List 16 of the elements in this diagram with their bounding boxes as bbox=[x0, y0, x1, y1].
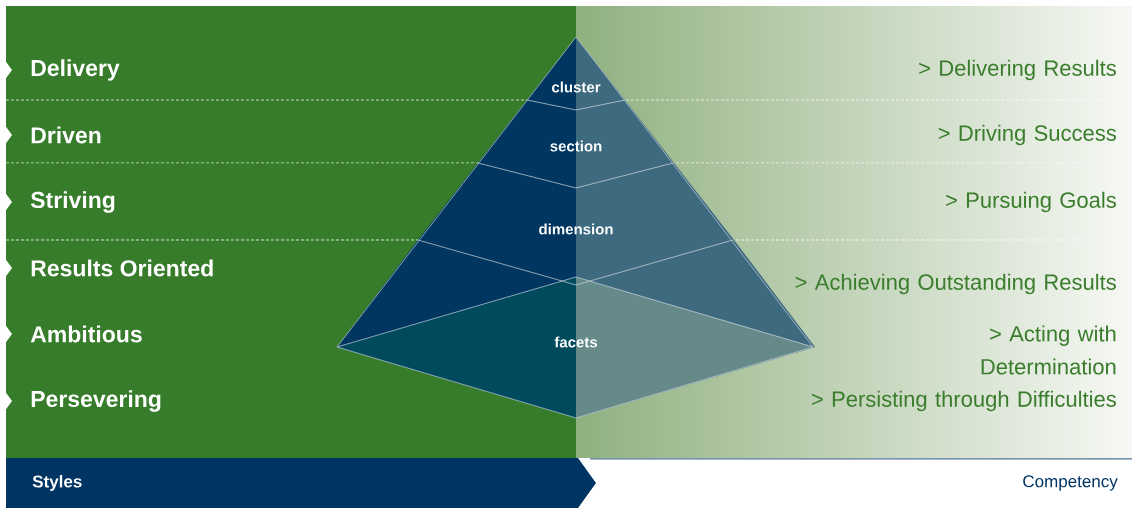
style-label: Ambitious bbox=[30, 325, 142, 343]
arrow-band: Styles bbox=[6, 458, 596, 508]
pyramid-layer: cluster bbox=[527, 37, 625, 110]
footer-label: Competency bbox=[1023, 475, 1118, 491]
competency-label: > Driving Success bbox=[938, 124, 1116, 146]
style-label: Driven bbox=[31, 126, 101, 144]
competency-label: > Pursuing Goals bbox=[946, 191, 1116, 213]
competency-label: > Persisting through Difficulties bbox=[812, 390, 1116, 412]
style-label: Delivery bbox=[31, 59, 120, 81]
competency-label: > Delivering Results bbox=[919, 59, 1116, 81]
pyramid-layer: dimension bbox=[418, 163, 734, 285]
style-label: Results Oriented bbox=[31, 259, 213, 277]
style-label: Striving bbox=[30, 191, 115, 213]
pyramid-layer: section bbox=[478, 100, 674, 188]
competency-label: > Acting with Determination bbox=[981, 325, 1116, 375]
style-label: Persevering bbox=[31, 390, 161, 412]
